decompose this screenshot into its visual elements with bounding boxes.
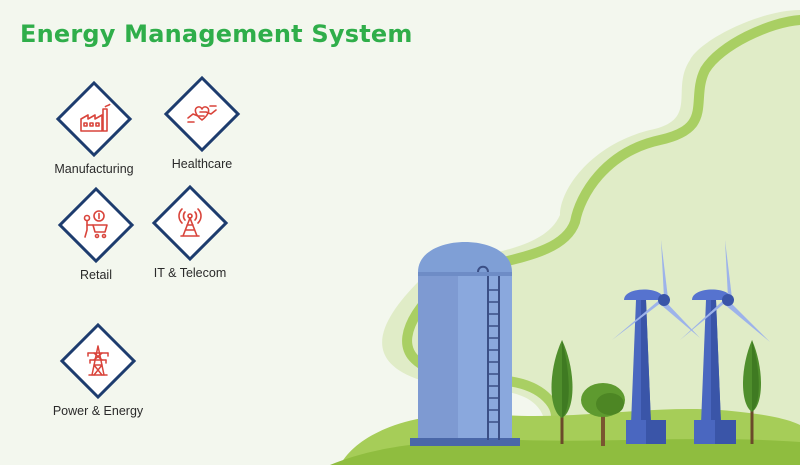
- storage-tank: [410, 242, 520, 446]
- tree-cypress-right: [743, 340, 761, 444]
- industry-tile-it-telecom: IT & Telecom: [130, 184, 250, 280]
- industry-tile-power-energy: Power & Energy: [38, 322, 158, 418]
- industry-label: Power & Energy: [52, 404, 144, 418]
- industry-tile-retail: Retail: [36, 186, 156, 282]
- power-pylon-icon: [87, 345, 109, 376]
- tree-cypress-left: [551, 340, 573, 444]
- industry-label: Healthcare: [171, 157, 233, 171]
- factory-icon: [80, 103, 111, 132]
- page-title: Energy Management System: [20, 20, 413, 48]
- wind-turbine-left: [612, 240, 700, 444]
- industry-label: Retail: [80, 268, 112, 282]
- industry-tile-healthcare: Healthcare: [142, 75, 262, 171]
- signal-tower-icon: [178, 208, 202, 237]
- industry-label: IT & Telecom: [153, 266, 227, 280]
- shopping-cart-icon: [83, 210, 108, 239]
- hands-heart-icon: [187, 105, 217, 123]
- industry-label: Manufacturing: [54, 162, 134, 176]
- industry-tile-manufacturing: Manufacturing: [34, 80, 154, 176]
- tree-round: [581, 383, 625, 446]
- wind-turbine-right: [680, 240, 770, 444]
